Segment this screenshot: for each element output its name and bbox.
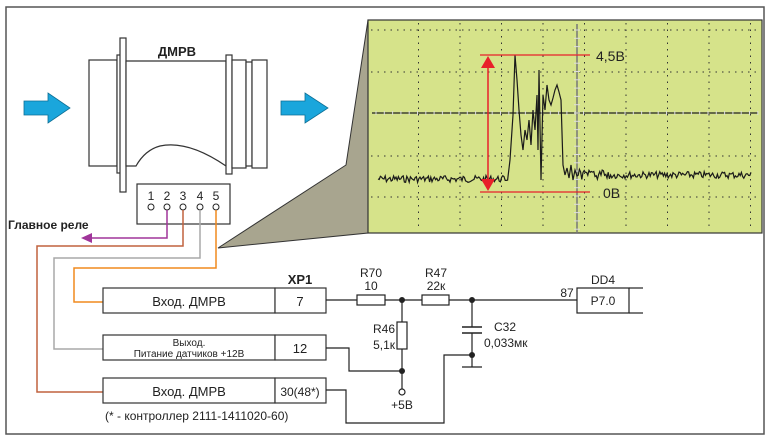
xp1-row2-pin-cell: [274, 334, 327, 361]
chip-pin-name: P7.0: [591, 294, 616, 308]
connector-xp1: [102, 287, 327, 404]
row3-label: Вход. ДМРВ: [152, 384, 226, 399]
chip-name: DD4: [591, 273, 615, 287]
arrow-up-icon: [481, 56, 495, 68]
pin-terminal-5: [212, 203, 220, 211]
zero-voltage-label: 0В: [603, 185, 620, 201]
peak-voltage-label: 4,5В: [596, 48, 625, 64]
pin-terminal-4: [196, 203, 204, 211]
connector-name: XP1: [288, 272, 313, 287]
sensor-outlet: [231, 59, 247, 169]
r70-value: 10: [364, 279, 378, 293]
flow-out-arrow-icon: [280, 92, 329, 124]
sensor-label: ДМРВ: [158, 44, 196, 59]
screen-grid: [371, 23, 759, 233]
row1-pin: 7: [296, 294, 303, 309]
junction-dot: [399, 297, 405, 303]
maf-sensor: [88, 37, 268, 225]
pin-number-3: 3: [180, 189, 187, 203]
main-relay-label: Главное реле: [8, 218, 89, 232]
xp1-row3-pin-cell: [274, 377, 327, 404]
r47-name: R47: [425, 266, 447, 280]
arrow-down-icon: [481, 179, 495, 191]
row1-label: Вход. ДМРВ: [152, 294, 226, 309]
wire-pin3: [36, 210, 184, 393]
pin-terminal-3: [179, 203, 187, 211]
wire-main-relay: [88, 210, 168, 239]
main-relay-arrow-icon: [81, 233, 92, 243]
pin-number-2: 2: [164, 189, 171, 203]
screen-background: [367, 19, 763, 234]
oscilloscope-screen: 4,5В 0В: [367, 19, 763, 234]
resistor-r47: [421, 294, 450, 306]
c32-name: C32: [494, 320, 516, 334]
resistor-r70: [356, 294, 386, 306]
junction-dot: [469, 297, 475, 303]
pin-number-4: 4: [197, 189, 204, 203]
row2-label-line2: Питание датчиков +12В: [134, 349, 245, 360]
resistor-r46: [396, 321, 408, 350]
pin-terminal-1: [147, 203, 155, 211]
c32-value: 0,033мк: [484, 336, 528, 350]
row2-pin: 12: [293, 341, 307, 356]
pin-terminal-2: [163, 203, 171, 211]
row2-label-line1: Выход.: [173, 338, 206, 349]
xp1-row1-label-cell: [102, 287, 276, 314]
controller-footnote: (* - контроллер 2111-1411020-60): [105, 409, 288, 423]
chip-pin-number: 87: [560, 286, 574, 300]
junction-dot: [469, 352, 475, 358]
sensor-body: [125, 60, 227, 168]
junction-dot: [399, 368, 405, 374]
sensor-outlet-flange: [225, 54, 233, 175]
r47-value: 22к: [427, 279, 446, 293]
signal-trace: [377, 54, 752, 185]
sensor-outlet-ring: [245, 61, 253, 167]
chip-dd4-pin-box: [576, 287, 630, 314]
schematic-wires: [326, 299, 577, 424]
r70-name: R70: [360, 266, 382, 280]
sensor-outlet-end: [251, 59, 268, 169]
pin-number-5: 5: [213, 189, 220, 203]
supply-label: +5В: [391, 398, 413, 412]
pin-number-1: 1: [148, 189, 155, 203]
wire-pin4: [53, 210, 201, 350]
wire-pin5: [73, 210, 217, 303]
r46-value: 5,1к: [373, 338, 396, 352]
sensor-flange-plate: [119, 37, 127, 193]
xp1-row3-label-cell: [102, 377, 276, 404]
sensor-inlet: [88, 59, 118, 167]
supply-terminal: [398, 388, 406, 396]
flow-in-arrow-icon: [23, 92, 71, 124]
row3-pin: 30(48*): [280, 385, 319, 399]
r46-name: R46: [373, 322, 395, 336]
xp1-row2-label-cell: [102, 334, 276, 361]
